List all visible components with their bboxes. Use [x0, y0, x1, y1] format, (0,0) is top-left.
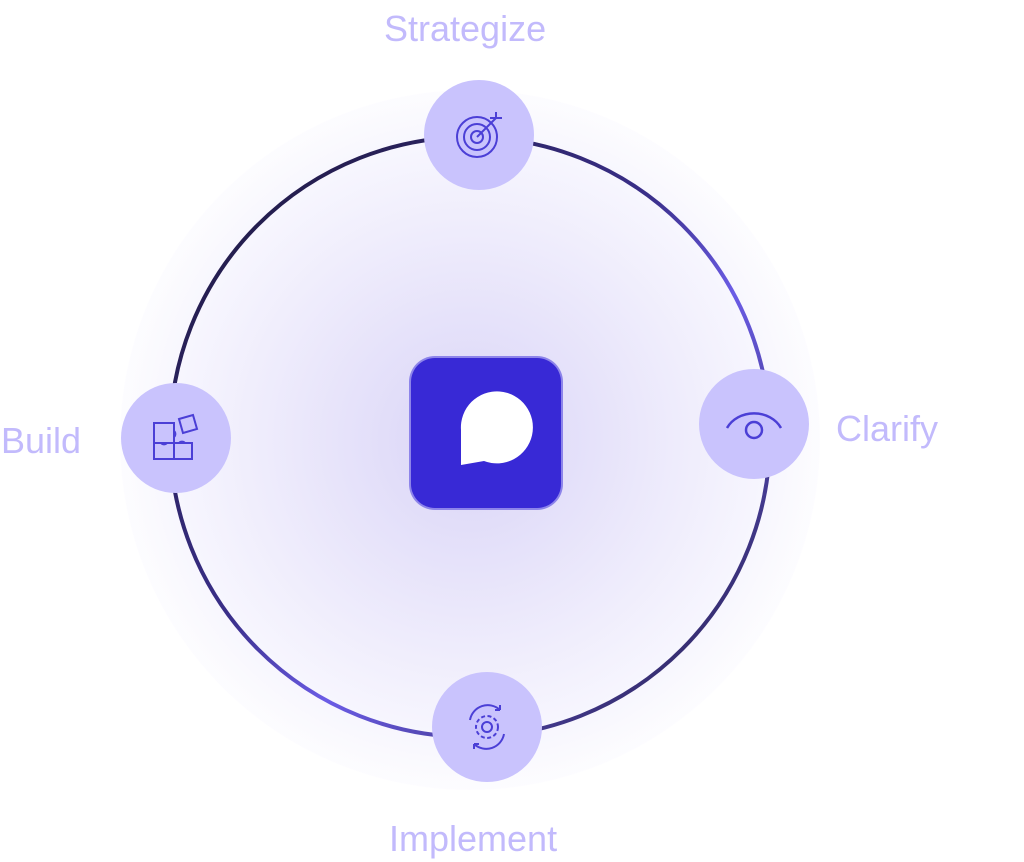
target-icon [456, 112, 502, 158]
step-label: Clarify [836, 408, 939, 449]
chat-bubble-icon [460, 391, 533, 465]
brand-logo [411, 358, 561, 508]
step-label: Strategize [384, 8, 547, 49]
step-strategize-node [424, 80, 534, 190]
step-clarify-node [699, 369, 809, 479]
step-label: Build [1, 420, 82, 461]
gear-cycle-icon [469, 704, 505, 750]
step-label: Implement [389, 818, 558, 859]
step-build-node [121, 383, 231, 493]
eye-icon [725, 412, 783, 440]
puzzle-icon [153, 413, 199, 460]
step-implement-node [432, 672, 542, 782]
